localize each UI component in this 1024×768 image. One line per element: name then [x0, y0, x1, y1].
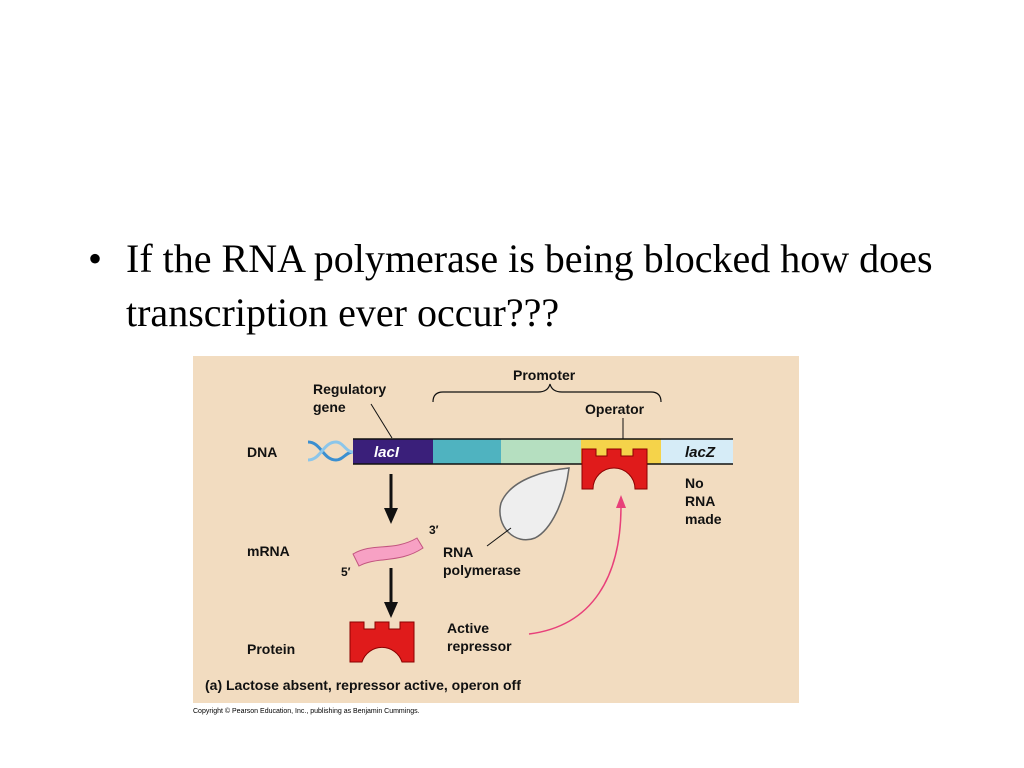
dna-label: DNA — [247, 444, 277, 460]
lac-operon-diagram: Regulatory gene Promoter Operator DNA la… — [193, 356, 799, 703]
arrow-mrna-to-protein-head — [384, 602, 398, 618]
lac-operon-figure: Regulatory gene Promoter Operator DNA la… — [193, 356, 799, 703]
repressor-binding-arrow-head — [616, 495, 626, 508]
copyright-notice: Copyright © Pearson Education, Inc., pub… — [193, 708, 420, 715]
bound-repressor — [581, 448, 648, 490]
active-repressor-protein — [349, 621, 415, 663]
rna-polymerase-shape — [499, 467, 570, 541]
bullet-symbol: • — [88, 236, 103, 281]
arrow-gene-to-mrna-head — [384, 508, 398, 524]
regulatory-gene-pointer — [370, 403, 393, 439]
operator-label: Operator — [585, 401, 645, 417]
regulatory-gene-label-line1: Regulatory — [313, 381, 386, 397]
regulatory-gene-label-line2: gene — [313, 399, 346, 415]
active-repressor-label-line1: Active — [447, 620, 489, 636]
repressor-binding-arrow — [528, 505, 622, 635]
protein-label: Protein — [247, 641, 295, 657]
promoter-segment-teal — [433, 439, 501, 464]
laci-label: lacI — [374, 444, 400, 461]
mrna-3prime-label: 3′ — [429, 523, 439, 537]
lacz-label: lacZ — [685, 444, 716, 461]
mrna-label: mRNA — [247, 543, 290, 559]
promoter-bracket — [432, 383, 662, 403]
promoter-label: Promoter — [513, 367, 576, 383]
dna-helix-icon — [307, 440, 354, 462]
lacz-segment — [661, 439, 733, 464]
figure-caption: (a) Lactose absent, repressor active, op… — [205, 677, 521, 693]
mrna-5prime-label: 5′ — [341, 565, 351, 579]
promoter-segment-green — [501, 439, 581, 464]
rna-polymerase-label-line1: RNA — [443, 544, 473, 560]
active-repressor-label-line2: repressor — [447, 638, 512, 654]
no-rna-label-line1: No — [685, 475, 704, 491]
laci-gene-segment — [353, 439, 433, 464]
rna-polymerase-label-line2: polymerase — [443, 562, 521, 578]
rna-polymerase-pointer — [486, 527, 512, 547]
mrna-strand — [352, 537, 424, 567]
figure-background — [193, 356, 799, 703]
no-rna-label-line2: RNA — [685, 493, 715, 509]
bullet-text: If the RNA polymerase is being blocked h… — [126, 236, 933, 335]
no-rna-label-line3: made — [685, 511, 722, 527]
bullet-item: • If the RNA polymerase is being blocked… — [88, 232, 948, 340]
